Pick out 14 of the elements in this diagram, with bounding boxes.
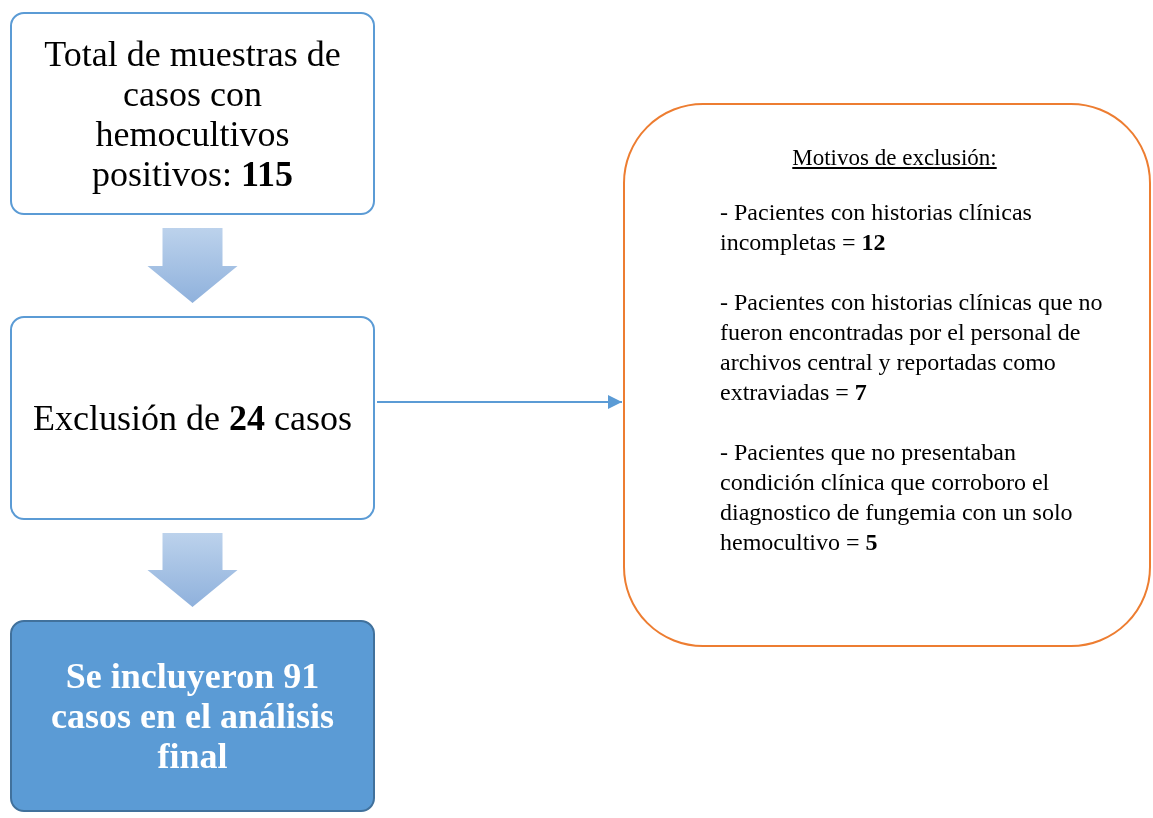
box-text: Exclusión de 24 casos: [33, 398, 352, 438]
reasons-box: [623, 103, 1151, 647]
box-text: Total de muestras de casos con hemocultivos positivos: 115: [43, 33, 342, 194]
box-heading: Motivos de exclusión:: [792, 144, 997, 172]
block-arrow: [147, 228, 238, 303]
exclusion-reason: - Pacientes que no presentaban condición clínica que corroboro el diagnostico de fungemia con un solo hemocultivo = 5: [720, 438, 1074, 557]
box-text: Se incluyeron 91 casos en el análisis final: [50, 656, 335, 776]
arrow: [376, 395, 623, 409]
exclusion-reason: - Pacientes con historias clínicas que no fueron encontradas por el personal de archivos central y reportadas como extraviadas = 7: [720, 288, 1104, 407]
result-box: [10, 620, 375, 812]
process-box: [10, 316, 375, 520]
exclusion-reason: - Pacientes con historias clínicas incompletas = 12: [720, 198, 1033, 257]
block-arrow: [147, 533, 238, 607]
process-box: [10, 12, 375, 215]
